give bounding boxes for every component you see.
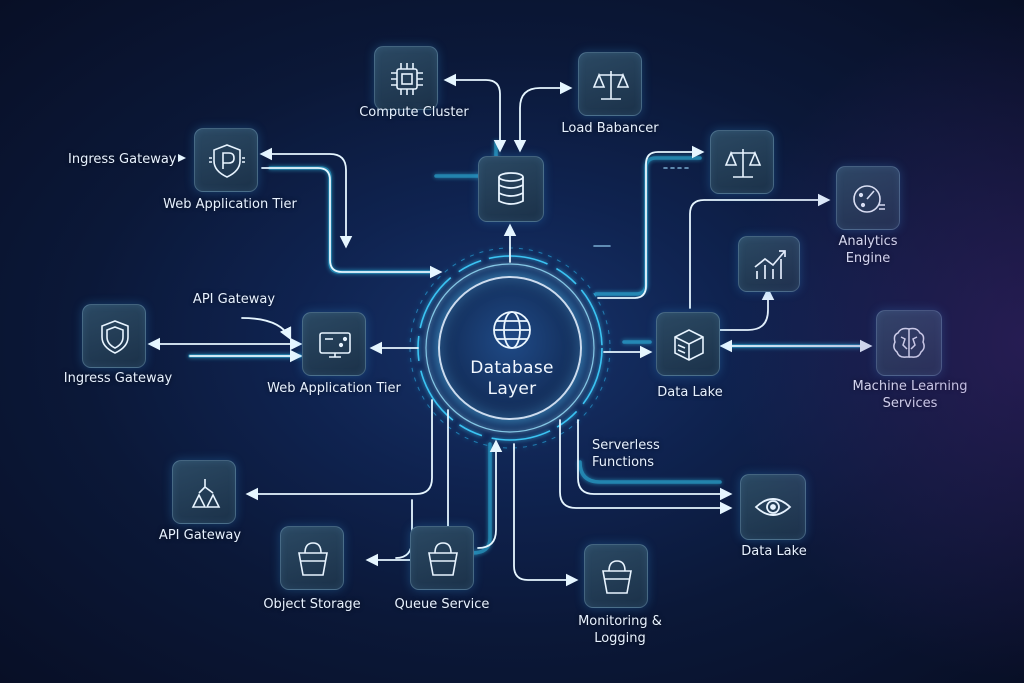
analytics-engine-label-line2: Engine bbox=[845, 251, 891, 266]
wire-webtier-to-hub bbox=[261, 167, 443, 279]
web-application-tier-mid-node[interactable] bbox=[302, 312, 366, 376]
queue-service-node[interactable] bbox=[410, 526, 474, 590]
balance-scale-icon bbox=[592, 71, 630, 100]
analytics-engine-label-line1: Analytics bbox=[838, 234, 898, 249]
data-lake-mid-label: Data Lake bbox=[657, 385, 723, 400]
wire-hub-to-monitoring bbox=[513, 443, 579, 587]
load-balancer-right-node[interactable] bbox=[710, 130, 774, 194]
monitoring-logging-label-line2: Logging bbox=[594, 631, 646, 646]
machine-learning-node[interactable] bbox=[876, 310, 942, 376]
wire-serverless bbox=[577, 419, 733, 501]
machine-learning-label: Machine Learning Services bbox=[846, 378, 974, 412]
wire-datalake-to-chart bbox=[719, 287, 775, 331]
ingress-arrow bbox=[178, 154, 186, 162]
shield-icon bbox=[101, 320, 129, 354]
serverless-functions-label-line1: Serverless bbox=[592, 438, 660, 453]
api-gateway-bottom-node[interactable] bbox=[172, 460, 236, 524]
api-gateway-bottom-label: API Gateway bbox=[158, 528, 242, 543]
data-lake-bottom-label: Data Lake bbox=[741, 544, 807, 559]
serverless-functions-label-line2: Functions bbox=[592, 455, 655, 470]
serverless-functions-label: Serverless Functions bbox=[592, 437, 692, 471]
wire-lb-to-db bbox=[513, 81, 573, 153]
monitoring-logging-label-line1: Monitoring & bbox=[578, 614, 662, 629]
compute-cluster-label: Compute Cluster bbox=[359, 105, 469, 120]
brain-icon bbox=[893, 327, 925, 358]
monitoring-logging-node[interactable] bbox=[584, 544, 648, 608]
object-storage-label: Object Storage bbox=[263, 597, 361, 612]
wire-hub-to-datalake-bottom bbox=[559, 419, 733, 515]
hub-title-line2: Layer bbox=[487, 379, 537, 399]
monitoring-logging-label: Monitoring & Logging bbox=[562, 613, 678, 647]
wire-api-curve bbox=[241, 317, 292, 341]
data-lake-bottom-node[interactable] bbox=[740, 474, 806, 540]
data-lake-mid-node[interactable] bbox=[656, 312, 720, 376]
cpu-chip-icon bbox=[391, 63, 423, 95]
api-gateway-top-label: API Gateway bbox=[192, 292, 276, 307]
hub-title: Database Layer bbox=[440, 358, 584, 400]
load-balancer-top-label: Load Babancer bbox=[561, 121, 659, 136]
analytics-engine-node[interactable] bbox=[836, 166, 900, 230]
queue-service-label: Queue Service bbox=[394, 597, 490, 612]
trend-chart-icon bbox=[754, 250, 786, 279]
wire-datalake-to-analytics bbox=[689, 193, 831, 309]
browser-window-icon bbox=[319, 332, 351, 358]
bucket-icon bbox=[602, 560, 632, 594]
ingress-gateway-top-label: Ingress Gateway bbox=[68, 152, 177, 167]
wire-group bbox=[147, 73, 873, 587]
shield-p-icon bbox=[209, 144, 245, 178]
hub-title-line1: Database bbox=[470, 358, 554, 378]
wire-hub-to-lb-right bbox=[597, 145, 705, 299]
wire-webtier-top bbox=[259, 147, 353, 249]
compute-cluster-node[interactable] bbox=[374, 46, 438, 110]
bucket-icon bbox=[428, 542, 458, 576]
bucket-icon bbox=[298, 542, 328, 576]
analytics-engine-label: Analytics Engine bbox=[818, 233, 918, 267]
network-triangles-icon bbox=[191, 479, 221, 508]
wire-compute-to-db bbox=[443, 73, 507, 153]
wire-queue-to-hub bbox=[477, 439, 503, 549]
database-icon bbox=[498, 172, 524, 205]
ingress-gateway-left-label: Ingress Gateway bbox=[63, 371, 173, 386]
database-layer-hub[interactable]: Database Layer bbox=[438, 276, 582, 420]
metrics-chart-node[interactable] bbox=[738, 236, 800, 292]
ingress-gateway-left-node[interactable] bbox=[82, 304, 146, 368]
globe-icon bbox=[493, 311, 531, 349]
storage-cube-icon bbox=[674, 329, 704, 361]
web-application-tier-top-node[interactable] bbox=[194, 128, 258, 192]
web-application-tier-mid-label: Web Application Tier bbox=[267, 381, 401, 396]
machine-learning-label-line1: Machine Learning bbox=[852, 379, 968, 394]
balance-scale-icon bbox=[724, 149, 762, 178]
analytics-gauge-icon bbox=[853, 185, 885, 213]
database-server-node[interactable] bbox=[478, 156, 544, 222]
object-storage-node[interactable] bbox=[280, 526, 344, 590]
machine-learning-label-line2: Services bbox=[882, 396, 938, 411]
web-application-tier-top-label: Web Application Tier bbox=[163, 197, 297, 212]
load-balancer-top-node[interactable] bbox=[578, 52, 642, 116]
wire-hub-to-api-bottom bbox=[245, 399, 433, 501]
eye-icon bbox=[754, 498, 792, 516]
